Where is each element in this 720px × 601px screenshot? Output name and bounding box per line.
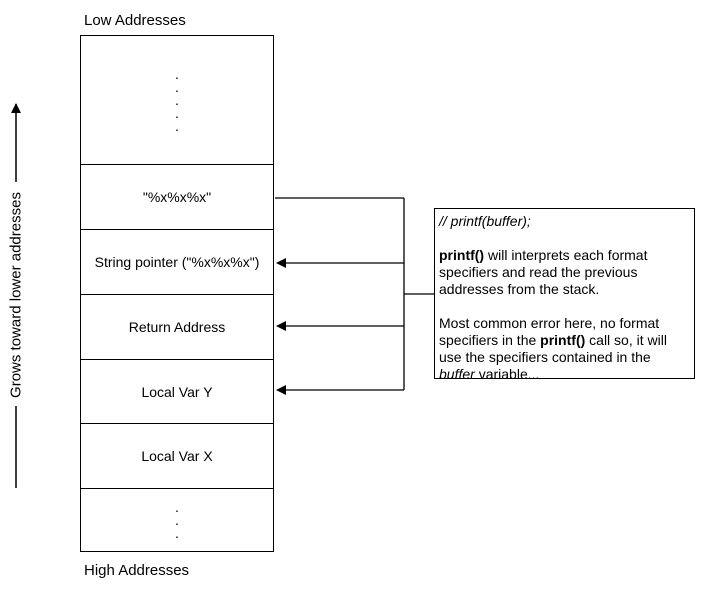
note-paragraph-2: Most common error here, no format specif… bbox=[439, 315, 667, 379]
stack-cell-label: Local Var Y bbox=[141, 383, 213, 400]
note-comment: // printf(buffer); bbox=[439, 213, 531, 229]
low-addresses-label: Low Addresses bbox=[84, 12, 186, 29]
printf-note-box: // printf(buffer); printf() will interpr… bbox=[434, 208, 695, 379]
stack-cell-local-var-x: Local Var X bbox=[81, 423, 273, 488]
stack-cell-return-address: Return Address bbox=[81, 294, 273, 359]
stack-cell-local-var-y: Local Var Y bbox=[81, 359, 273, 423]
stack-cell-label: Return Address bbox=[128, 319, 226, 335]
ellipsis-top: ..... bbox=[175, 66, 179, 134]
stack-cell-top-ellipsis: ..... bbox=[81, 36, 273, 164]
ellipsis-bottom: ... bbox=[175, 499, 179, 541]
growth-direction-label: Grows toward lower addresses bbox=[7, 192, 25, 398]
stack-cell-string-pointer: String pointer ("%x%x%x") bbox=[81, 229, 273, 294]
stack-diagram: ..... "%x%x%x" String pointer ("%x%x%x")… bbox=[80, 35, 274, 552]
stack-cell-format-string: "%x%x%x" bbox=[81, 164, 273, 229]
stack-cell-label: String pointer ("%x%x%x") bbox=[94, 254, 260, 270]
note-paragraph-1: printf() will interprets each format spe… bbox=[439, 247, 648, 297]
stack-cell-label: Local Var X bbox=[141, 448, 213, 464]
stack-cell-bottom-ellipsis: ... bbox=[81, 488, 273, 551]
high-addresses-label: High Addresses bbox=[84, 562, 190, 579]
stack-cell-label: "%x%x%x" bbox=[142, 189, 212, 205]
